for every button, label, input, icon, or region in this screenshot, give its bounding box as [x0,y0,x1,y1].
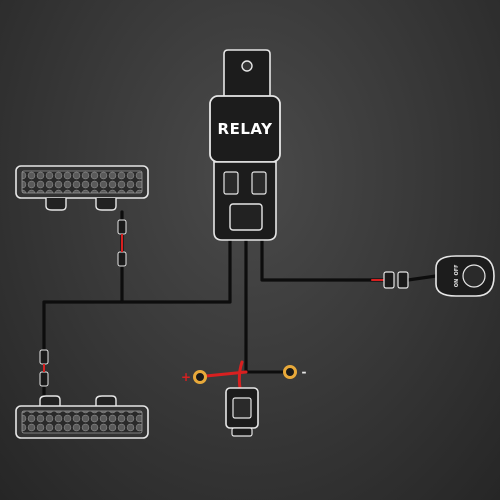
relay-socket-slot-right [251,171,267,195]
fuse-holder-cap [232,397,252,419]
switch-assembly: ON OFF [383,255,495,297]
negative-ring-terminal [283,365,297,379]
switch-connector-red [383,271,395,289]
upper-light-connector-b [117,251,127,267]
relay-mount-hole [241,60,253,72]
switch-wire [260,238,390,282]
harness-to-lights-wire [120,238,232,304]
fuse-wire [237,360,244,390]
relay-mount-tab [223,49,271,99]
upper-light-connector-a [117,219,127,235]
switch-connector-black [397,271,409,289]
relay: RELAY [209,49,281,241]
fuse-holder-base [231,427,253,437]
positive-ring-terminal [193,370,207,384]
switch-wire-end [406,274,438,282]
switch-off-label: OFF [454,264,460,275]
upper-light-bar [15,165,149,267]
upper-light-wire [42,210,124,352]
relay-label: RELAY [218,120,274,138]
lower-light-connector-b [39,371,49,387]
battery-terminals: + - [181,365,307,384]
lower-light-bar-leds [21,410,143,434]
relay-socket-slot-left [223,171,239,195]
lower-light-bar-bracket-left [39,395,61,408]
fuse-holder [225,387,259,437]
switch-labels: ON OFF [454,264,460,287]
switch-on-label: ON [454,279,460,287]
upper-light-bar-bracket-left [45,198,67,211]
wires [42,210,438,407]
negative-terminal-label: - [302,365,307,379]
upper-light-bar-bracket-right [95,198,117,211]
positive-terminal-label: + [181,370,191,384]
upper-light-bar-leds [21,170,143,194]
lower-light-connector-a [39,349,49,365]
lower-light-bar [15,349,149,439]
switch-button[interactable] [462,264,486,288]
lower-light-bar-bracket-right [95,395,117,408]
relay-socket-connector [229,203,263,231]
